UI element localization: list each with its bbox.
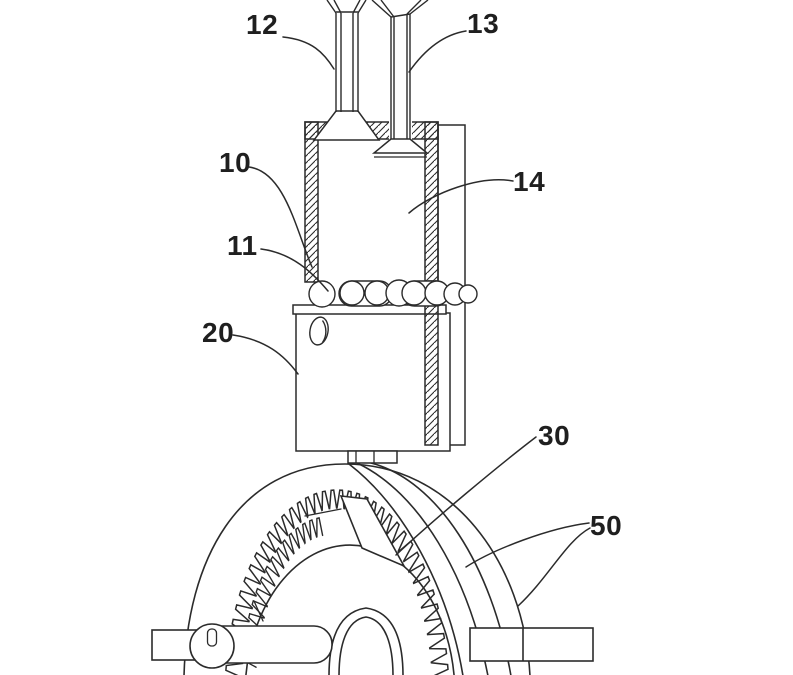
- chamber-left-wall: [304, 121, 319, 283]
- feed-tube-right: [371, 0, 429, 139]
- ref-label-14: 14: [513, 166, 546, 197]
- gear-web-line-2: [253, 600, 264, 622]
- ball-row: [308, 279, 478, 308]
- axle-rod-left: [151, 623, 333, 669]
- ref-label-50: 50: [590, 510, 623, 541]
- leader-11: [260, 248, 329, 292]
- tube13-passage: [389, 121, 412, 140]
- ref-label-12: 12: [246, 9, 279, 40]
- leader-50a: [465, 522, 590, 568]
- ref-label-13: 13: [467, 8, 500, 39]
- leader-lines: [232, 30, 591, 607]
- feed-tube-left: [326, 0, 367, 112]
- housing-sight-oval: [309, 316, 329, 346]
- leader-14: [408, 179, 514, 214]
- leader-50b: [517, 527, 591, 607]
- ref-label-20: 20: [202, 317, 235, 348]
- bottom-tab: [347, 450, 398, 464]
- leader-12: [282, 36, 335, 70]
- leader-10: [248, 166, 313, 268]
- gear-yoke: [328, 607, 404, 675]
- rim-ring-4: [348, 463, 464, 675]
- hopper-funnel-left: [312, 110, 381, 141]
- hopper-funnel-right: [371, 138, 430, 154]
- ref-label-11: 11: [227, 230, 258, 261]
- rod-pin-slot: [206, 628, 218, 647]
- ball: [308, 280, 336, 308]
- ball: [458, 284, 478, 304]
- leader-30: [395, 436, 537, 556]
- chamber-right-wall-lower: [424, 304, 439, 446]
- feed-tubes: [326, 0, 429, 139]
- bar-body: [469, 627, 594, 662]
- support-bar-right: [469, 627, 594, 662]
- rim-ring-outer: [183, 463, 531, 675]
- ball: [339, 280, 365, 306]
- leader-20: [232, 334, 299, 375]
- ref-label-30: 30: [538, 420, 571, 451]
- gear-spoke-wedge: [339, 495, 406, 568]
- leader-13: [408, 30, 467, 73]
- ball: [401, 280, 427, 306]
- chamber-right-wall-upper: [424, 121, 439, 282]
- ref-label-10: 10: [219, 147, 252, 178]
- gear-web-line-1: [304, 508, 342, 517]
- gear-teeth-outer: [225, 489, 449, 675]
